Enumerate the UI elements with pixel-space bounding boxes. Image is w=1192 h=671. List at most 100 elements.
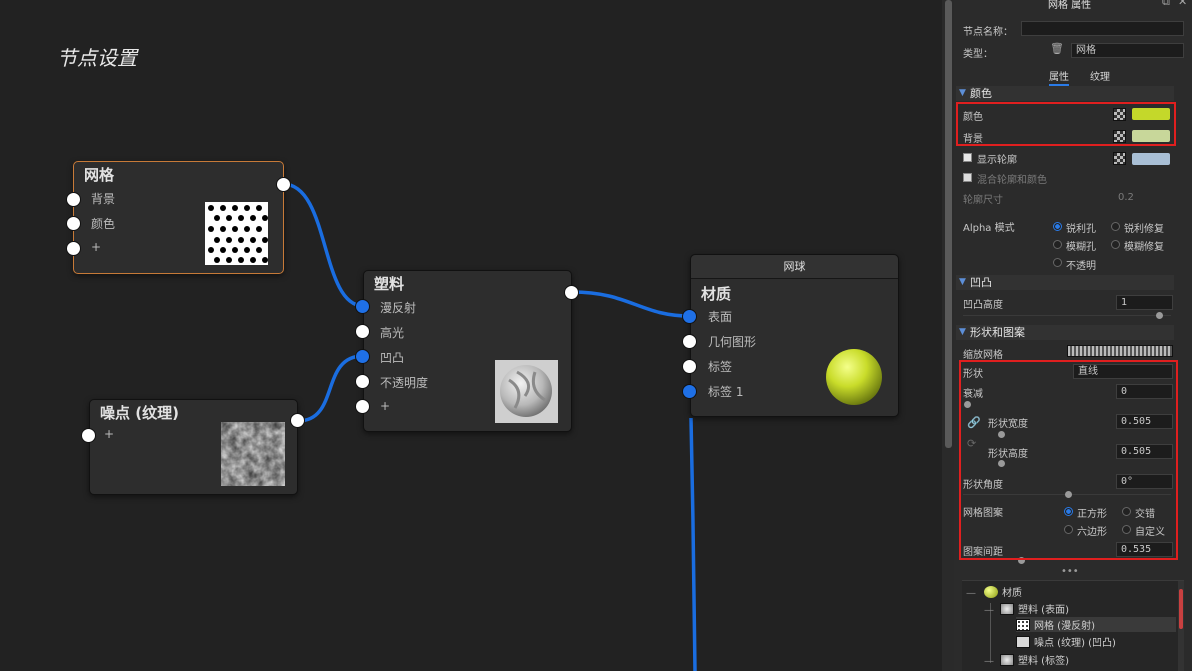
alpha-sharp-hole-label: 锐利孔 (1066, 224, 1096, 235)
pattern-custom-label: 自定义 (1135, 527, 1165, 538)
tree-item-grid-diffuse[interactable]: 网格 (漫反射) (1016, 617, 1176, 632)
bump-height-input[interactable]: 1 (1116, 295, 1173, 310)
background-texture-toggle-icon[interactable] (1113, 130, 1126, 143)
plastic-output-port[interactable] (564, 285, 579, 300)
tree-item-plastic-surface[interactable]: —塑料 (表面) (984, 601, 1069, 616)
more-options-dots[interactable]: ••• (1061, 566, 1079, 577)
node-canvas[interactable]: 节点设置 网格 背景 颜色 + 噪点 (纹理) + (0, 0, 942, 671)
grid-pattern-label: 网格图案 (963, 508, 1003, 519)
port-label-surface: 表面 (708, 310, 733, 324)
alpha-blur-fix-label: 模糊修复 (1124, 242, 1164, 253)
outline-size-value[interactable]: 0.2 (1118, 192, 1134, 203)
sphere-input-port-geometry[interactable] (682, 334, 697, 349)
section-bump-header[interactable]: ▼凹凸 (956, 275, 1174, 290)
zoom-grid-gradient-bar[interactable] (1067, 345, 1173, 357)
port-label-add: + (91, 240, 102, 254)
alpha-sharp-fix-radio[interactable] (1111, 222, 1120, 231)
bump-height-slider-handle[interactable] (1156, 312, 1163, 319)
tree-item-plastic-label[interactable]: —塑料 (标签) (984, 652, 1069, 667)
plastic-icon (1000, 603, 1014, 615)
node-name-input[interactable] (1021, 21, 1184, 36)
section-shape-header[interactable]: ▼形状和图案 (956, 325, 1174, 340)
material-tree: —材质 —塑料 (表面) 网格 (漫反射) 噪点 (纹理) (凹凸) —塑料 (… (962, 580, 1184, 671)
pattern-staggered-radio[interactable] (1122, 507, 1131, 516)
tree-item-noise-bump[interactable]: 噪点 (纹理) (凹凸) (1016, 634, 1116, 649)
shape-width-slider-handle[interactable] (998, 431, 1005, 438)
alpha-blur-hole-radio[interactable] (1053, 240, 1062, 249)
shape-angle-label: 形状角度 (963, 480, 1003, 491)
type-select[interactable]: 网格 (1071, 43, 1184, 58)
pattern-spacing-input[interactable]: 0.535 (1116, 542, 1173, 557)
pattern-custom-radio[interactable] (1122, 525, 1131, 534)
shape-angle-input[interactable]: 0° (1116, 474, 1173, 489)
tree-scrollbar[interactable] (1178, 581, 1184, 671)
canvas-title: 节点设置 (57, 46, 137, 70)
trash-icon[interactable]: 🗑 (1050, 42, 1064, 55)
node-name-label: 节点名称： (963, 27, 1013, 38)
grid-input-port-add[interactable] (66, 241, 81, 256)
collapse-icon: — (966, 588, 976, 599)
noise-node-title: 噪点 (纹理) (100, 404, 179, 422)
plastic-node[interactable]: 塑料 漫反射 高光 凹凸 不透明度 + (363, 270, 572, 432)
falloff-input[interactable]: 0 (1116, 384, 1173, 399)
plastic-input-port-diffuse[interactable] (355, 299, 370, 314)
color-texture-toggle-icon[interactable] (1113, 108, 1126, 121)
sphere-input-port-label-1[interactable] (682, 384, 697, 399)
plastic-preview-thumbnail (495, 360, 558, 423)
tree-item-material[interactable]: —材质 (966, 584, 1022, 599)
canvas-scroll-thumb[interactable] (945, 0, 952, 448)
pattern-square-radio[interactable] (1064, 507, 1073, 516)
port-label-label: 标签 (708, 360, 733, 374)
grid-node-title: 网格 (84, 166, 115, 184)
pattern-hexagon-label: 六边形 (1077, 527, 1107, 538)
color-swatch[interactable] (1132, 108, 1170, 120)
noise-input-port-add[interactable] (81, 428, 96, 443)
tree-item-grid-diffuse-label: 网格 (漫反射) (1034, 621, 1095, 632)
grid-output-port[interactable] (276, 177, 291, 192)
close-icon[interactable]: ✕ (1178, 0, 1188, 8)
alpha-opaque-label: 不透明 (1066, 261, 1096, 272)
tab-properties[interactable]: 属性 (1049, 68, 1069, 86)
noise-node[interactable]: 噪点 (纹理) + (89, 399, 298, 495)
show-outline-checkbox[interactable] (963, 153, 972, 162)
undock-icon[interactable]: ⧉ (1162, 0, 1170, 8)
pattern-spacing-slider-handle[interactable] (1018, 557, 1025, 564)
shape-height-slider-handle[interactable] (998, 460, 1005, 467)
outline-texture-toggle-icon[interactable] (1113, 152, 1126, 165)
reset-icon[interactable]: ⟳ (967, 437, 977, 450)
alpha-sharp-hole-radio[interactable] (1053, 222, 1062, 231)
shape-width-input[interactable]: 0.505 (1116, 414, 1173, 429)
plastic-input-port-opacity[interactable] (355, 374, 370, 389)
alpha-opaque-radio[interactable] (1053, 258, 1062, 267)
noise-output-port[interactable] (290, 413, 305, 428)
sphere-input-port-label[interactable] (682, 359, 697, 374)
shape-angle-slider-handle[interactable] (1065, 491, 1072, 498)
section-color-title: 颜色 (970, 87, 992, 100)
grid-node[interactable]: 网格 背景 颜色 + (73, 161, 284, 274)
sphere-node[interactable]: 网球 材质 表面 几何图形 标签 标签 1 (690, 254, 899, 417)
link-icon[interactable]: 🔗 (967, 416, 981, 429)
chevron-down-icon: ▼ (959, 327, 966, 337)
pattern-hexagon-radio[interactable] (1064, 525, 1073, 534)
section-color-header[interactable]: ▼ 颜色 (956, 86, 1174, 101)
plastic-input-port-specular[interactable] (355, 324, 370, 339)
tab-texture[interactable]: 纹理 (1090, 72, 1110, 83)
sphere-input-port-surface[interactable] (682, 309, 697, 324)
alpha-blur-fix-radio[interactable] (1111, 240, 1120, 249)
plastic-input-port-bump[interactable] (355, 349, 370, 364)
port-label-diffuse: 漫反射 (380, 301, 417, 315)
background-swatch[interactable] (1132, 130, 1170, 142)
port-label-add: + (380, 399, 391, 413)
plastic-icon (1000, 654, 1014, 666)
tree-scroll-thumb[interactable] (1179, 589, 1183, 629)
mix-outline-checkbox[interactable] (963, 173, 972, 182)
grid-input-port-background[interactable] (66, 192, 81, 207)
shape-select[interactable]: 直线 (1073, 364, 1173, 379)
outline-color-swatch[interactable] (1132, 153, 1170, 165)
collapse-icon: — (984, 656, 994, 667)
plastic-input-port-add[interactable] (355, 399, 370, 414)
grid-input-port-color[interactable] (66, 216, 81, 231)
falloff-slider-handle[interactable] (964, 401, 971, 408)
shape-height-input[interactable]: 0.505 (1116, 444, 1173, 459)
chevron-down-icon: ▼ (959, 88, 966, 98)
